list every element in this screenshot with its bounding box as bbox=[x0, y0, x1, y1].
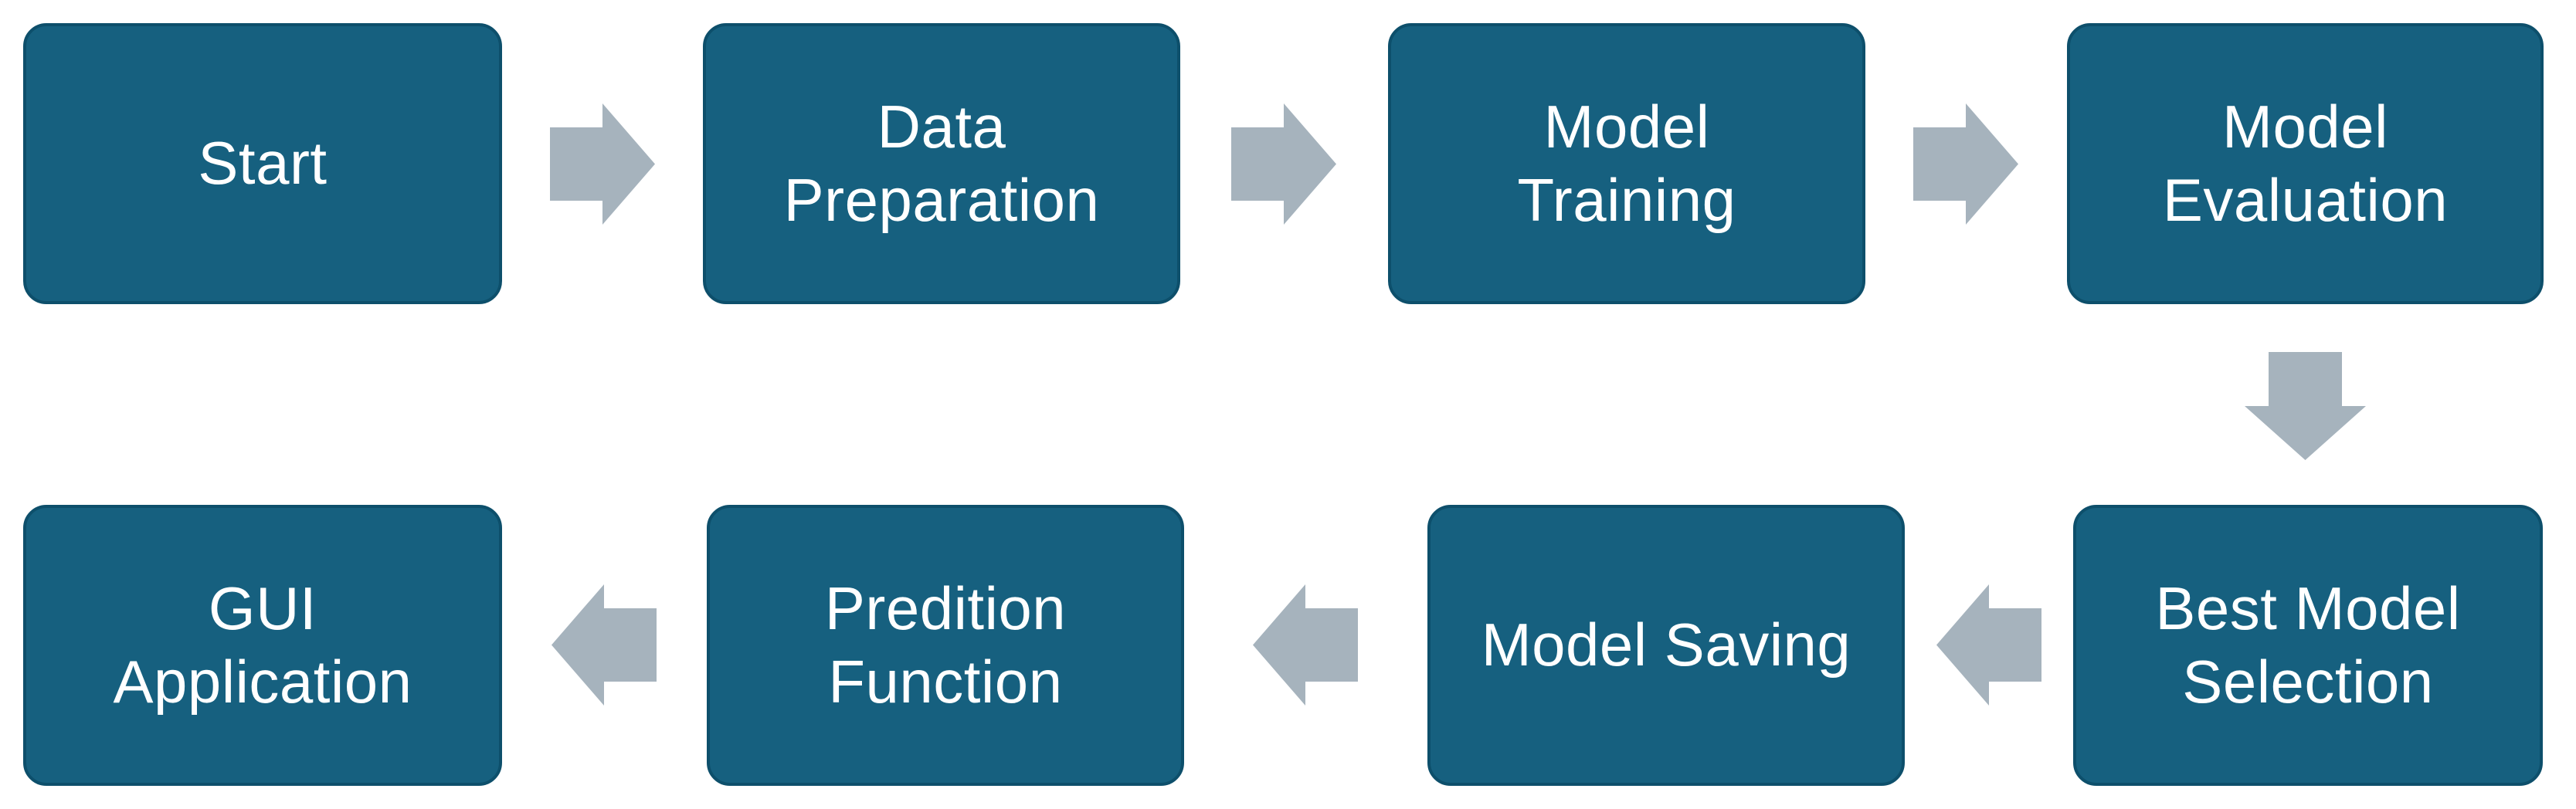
flow-step-data-preparation-label: Data Preparation bbox=[783, 92, 1100, 234]
flow-step-model-evaluation-label: Model Evaluation bbox=[2162, 92, 2449, 234]
flow-step-best-model-selection-label: Best Model Selection bbox=[2155, 574, 2461, 716]
arrow-left-icon bbox=[1936, 584, 2041, 706]
flow-step-model-evaluation: Model Evaluation bbox=[2067, 23, 2544, 304]
arrow-right-icon bbox=[1231, 103, 1336, 225]
flow-step-model-saving: Model Saving bbox=[1427, 505, 1905, 786]
arrow-right-icon bbox=[1913, 103, 2018, 225]
flow-step-model-training: Model Training bbox=[1388, 23, 1865, 304]
arrow-left-icon bbox=[552, 584, 657, 706]
flow-step-predition-function: Predition Function bbox=[707, 505, 1184, 786]
flow-step-gui-application: GUI Application bbox=[23, 505, 502, 786]
flow-step-data-preparation: Data Preparation bbox=[703, 23, 1180, 304]
flow-step-start-label: Start bbox=[198, 129, 328, 198]
flow-step-best-model-selection: Best Model Selection bbox=[2073, 505, 2543, 786]
flow-step-model-training-label: Model Training bbox=[1517, 92, 1736, 234]
flow-step-start: Start bbox=[23, 23, 502, 304]
arrow-left-icon bbox=[1253, 584, 1358, 706]
flow-step-model-saving-label: Model Saving bbox=[1481, 611, 1851, 679]
flow-step-gui-application-label: GUI Application bbox=[113, 574, 412, 716]
flow-step-predition-function-label: Predition Function bbox=[824, 574, 1067, 716]
arrow-down-icon bbox=[2245, 352, 2366, 460]
arrow-right-icon bbox=[550, 103, 655, 225]
